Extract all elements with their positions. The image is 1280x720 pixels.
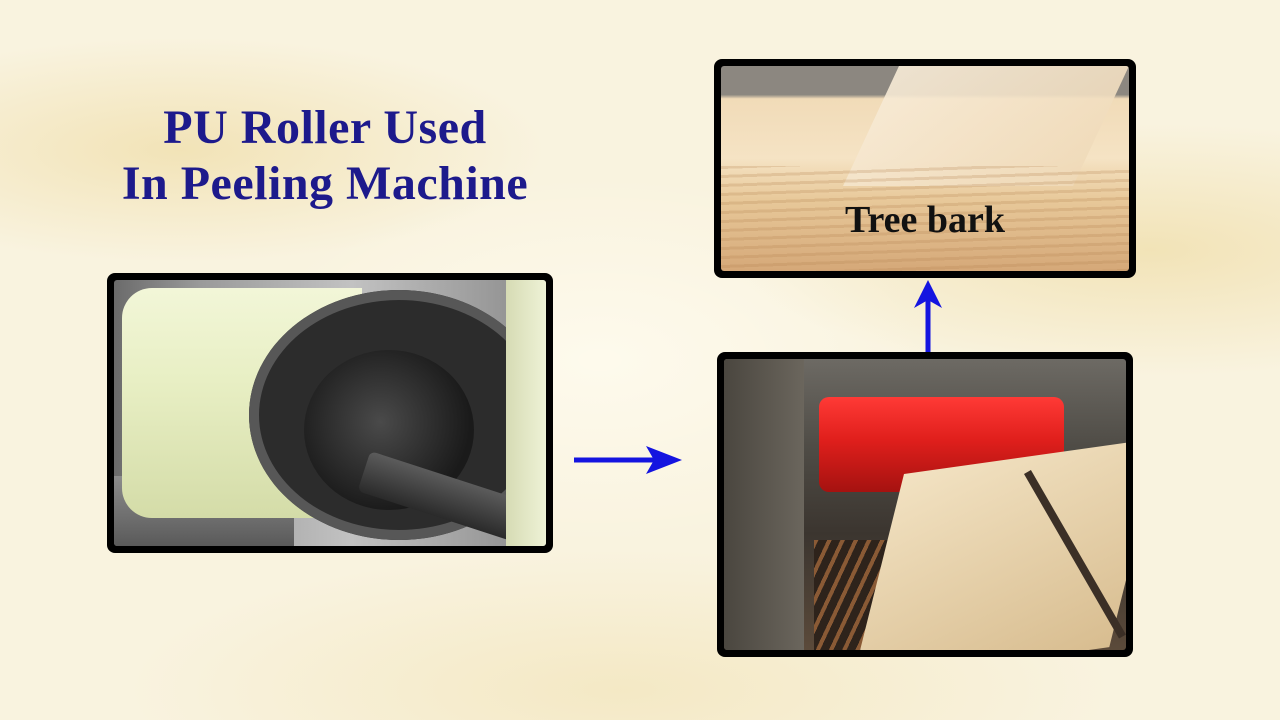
veneer-stack-image: Tree bark (721, 66, 1129, 271)
arrow-right-icon (574, 446, 682, 474)
machine-frame (724, 359, 804, 650)
title-line-1: PU Roller Used (163, 101, 487, 154)
arrow-up-icon (914, 280, 942, 352)
peeling-machine-image (724, 359, 1126, 650)
second-roller (506, 280, 546, 546)
peeling-machine-photo (717, 352, 1133, 657)
tree-bark-label: Tree bark (844, 199, 1006, 241)
pu-roller-photo (107, 273, 553, 553)
veneer-layers (721, 166, 1129, 271)
title-line-2: In Peeling Machine (121, 157, 529, 210)
tree-bark-photo: Tree bark (714, 59, 1136, 278)
pu-roller-image (114, 280, 546, 546)
page-title: PU Roller Used In Peeling Machine (60, 100, 590, 212)
